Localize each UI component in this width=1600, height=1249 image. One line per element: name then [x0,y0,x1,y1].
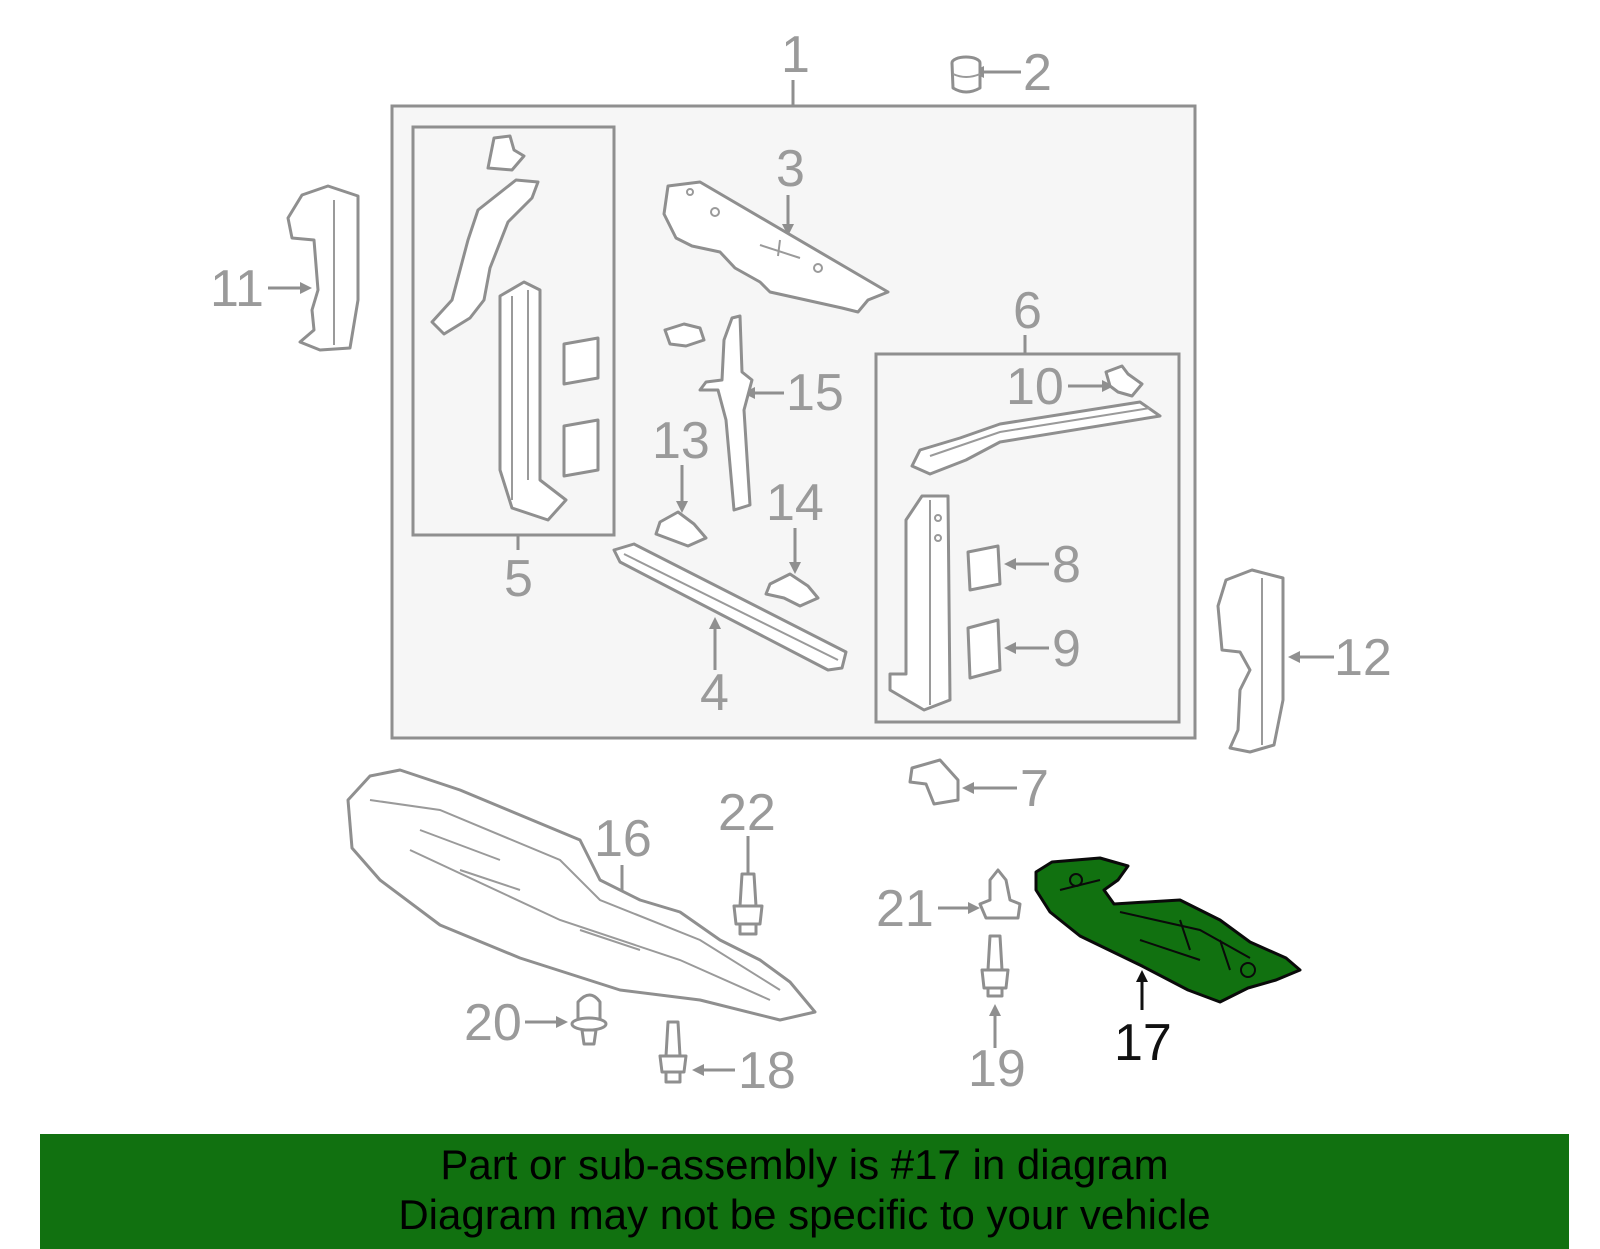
part-11-left-deflector [286,184,360,352]
callout-labels: 1 2 3 4 5 6 7 8 9 10 11 12 13 14 15 16 1… [210,26,1392,1100]
info-banner: Part or sub-assembly is #17 in diagram D… [40,1134,1569,1249]
callout-17: 17 [1114,1014,1172,1072]
part-8-pad [966,544,1002,592]
callout-15: 15 [786,364,844,422]
banner-part-notice: Part or sub-assembly is #17 in diagram [440,1141,1169,1188]
callout-19: 19 [968,1040,1026,1098]
part-18-screw [658,1020,688,1084]
callout-12: 12 [1334,629,1392,687]
callout-22: 22 [718,784,776,842]
parts-diagram: 1 2 3 4 5 6 7 8 9 10 11 12 13 14 15 16 1… [210,26,1392,1100]
part-13-bracket [654,510,708,548]
part-2-cap [950,55,982,94]
callout-11: 11 [210,260,264,318]
part-19-screw [980,934,1010,998]
part-15-bracket [663,314,754,512]
callout-18: 18 [738,1042,796,1100]
callout-16: 16 [594,810,652,868]
callout-6: 6 [1013,282,1042,340]
part-9-pad [966,618,1002,680]
callout-3: 3 [776,140,805,198]
callout-20: 20 [464,994,522,1052]
part-17-under-cover-highlighted [1034,856,1302,1004]
part-4-lower-support [612,542,848,672]
part-7-bracket [908,758,960,806]
callout-21: 21 [876,880,934,938]
callout-10: 10 [1006,358,1064,416]
leader-lines [268,66,1334,1076]
part-3-upper-support [662,180,890,314]
callout-14: 14 [766,474,824,532]
part-21-clip [978,868,1022,920]
part-6-side-member [888,494,952,712]
callout-4: 4 [700,664,729,722]
callout-9: 9 [1052,620,1081,678]
part-12-right-deflector [1216,568,1285,754]
part-22-screw [732,872,764,936]
part-20-clip [570,993,608,1046]
callout-8: 8 [1052,536,1081,594]
callout-5: 5 [504,550,533,608]
part-16-under-cover [346,768,817,1022]
callout-2: 2 [1023,44,1052,102]
callout-13: 13 [652,412,710,470]
callout-1: 1 [781,26,810,84]
banner-disclaimer: Diagram may not be specific to your vehi… [398,1191,1211,1238]
part-6-upper-member [910,400,1162,476]
part-5-side-member [430,134,600,522]
part-14-bracket [764,572,820,608]
part-10-bracket [1104,364,1144,398]
callout-7: 7 [1020,760,1049,818]
